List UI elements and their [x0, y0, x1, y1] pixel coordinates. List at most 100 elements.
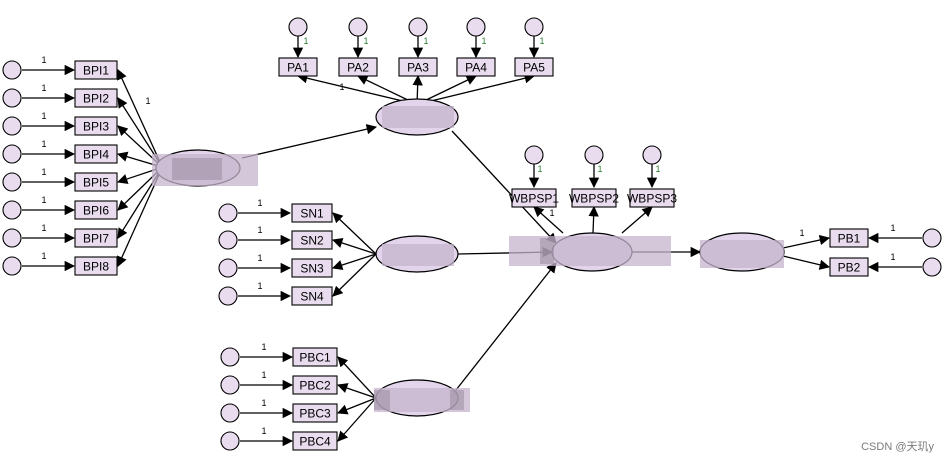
observed-label-bpi2: BPI2 [83, 92, 109, 106]
path-pbc-to-wbpsp [455, 262, 557, 391]
loading-arrow-pbc3 [337, 397, 377, 415]
weight-sn4: 1 [257, 281, 262, 291]
observed-box-sn3 [291, 258, 333, 278]
error-circle-pbc3 [220, 403, 240, 423]
observed-label-sn4: SN4 [300, 290, 324, 304]
observed-box-sn2 [291, 230, 333, 250]
error-circle-bpi2 [2, 88, 22, 108]
error-circle-bpi3 [2, 116, 22, 136]
weight-wbpsp3: 1 [655, 164, 660, 174]
path-pa-to-wbpsp [451, 130, 557, 244]
observed-label-sn1: SN1 [300, 207, 324, 221]
weight-pa4: 1 [481, 36, 486, 46]
weight-bpi5: 1 [41, 167, 46, 177]
loading-arrow-pa1 [296, 73, 403, 102]
observed-label-pbc4: PBC4 [299, 435, 331, 449]
error-circle-pbc4 [220, 431, 240, 451]
weight-pbc2: 1 [261, 370, 266, 380]
weight-bpi8: 1 [41, 251, 46, 261]
observed-box-wbpsp2 [571, 188, 617, 208]
latent-pbc-blurred-label [374, 390, 390, 410]
loading-arrow-pb2 [782, 255, 831, 270]
weight-wbpsp1: 1 [537, 164, 542, 174]
observed-label-bpi1: BPI1 [83, 64, 109, 78]
weight-pa5: 1 [539, 36, 544, 46]
latent-pa-blurred-label [382, 106, 454, 128]
observed-box-pb2 [829, 257, 869, 277]
weight-sn1: 1 [257, 198, 262, 208]
observed-box-pbc2 [292, 375, 338, 395]
error-circle-bpi4 [2, 144, 22, 164]
latent-bpi-blurred-label [172, 158, 222, 180]
observed-box-wbpsp3 [629, 188, 675, 208]
error-circle-sn4 [218, 286, 238, 306]
weight-pa3: 1 [423, 36, 428, 46]
weight-pbc3: 1 [261, 398, 266, 408]
error-circle-pb2 [922, 257, 942, 277]
weight-pb2: 1 [890, 252, 895, 262]
weight-bpi3: 1 [41, 111, 46, 121]
loading-arrow-wbpsp3 [621, 206, 653, 234]
observed-box-pa4 [456, 57, 496, 77]
error-circle-pa5 [524, 17, 544, 37]
observed-box-sn4 [291, 286, 333, 306]
loading-arrow-bpi1 [117, 69, 161, 163]
error-circle-pa4 [466, 17, 486, 37]
weight-bpi6: 1 [41, 195, 46, 205]
error-circle-bpi6 [2, 200, 22, 220]
latent-wbpsp-blurred-label [509, 236, 671, 266]
weight-bpi-loading: 1 [145, 96, 150, 106]
observed-label-sn2: SN2 [300, 234, 324, 248]
observed-box-sn1 [291, 203, 333, 223]
loading-arrow-pa4 [423, 75, 477, 102]
loading-arrow-sn2 [332, 237, 377, 255]
loading-arrow-pbc2 [337, 383, 377, 399]
weight-pbc1: 1 [261, 342, 266, 352]
observed-box-bpi7 [74, 228, 118, 248]
error-circle-wbpsp3 [642, 145, 662, 165]
observed-box-pa3 [398, 57, 438, 77]
weight-bpi2: 1 [41, 83, 46, 93]
error-circle-pbc1 [220, 347, 240, 367]
observed-label-bpi4: BPI4 [83, 148, 109, 162]
observed-label-pb1: PB1 [838, 232, 861, 246]
observed-label-sn3: SN3 [300, 262, 324, 276]
observed-box-bpi2 [74, 88, 118, 108]
observed-label-pbc1: PBC1 [299, 351, 331, 365]
csdn-watermark: CSDN @天玑y [861, 441, 934, 453]
error-circle-sn1 [218, 203, 238, 223]
observed-label-pb2: PB2 [838, 261, 861, 275]
observed-label-pa5: PA5 [523, 61, 545, 75]
loading-arrow-pb1 [782, 234, 831, 249]
latent-pbc-blurred-label [450, 390, 464, 410]
error-circle-pa1 [288, 17, 308, 37]
weight-bpi7: 1 [41, 223, 46, 233]
edges-layer [22, 36, 922, 447]
weight-pa-loading: 1 [339, 82, 344, 92]
observed-box-bpi6 [74, 200, 118, 220]
weight-pa2: 1 [363, 36, 368, 46]
observed-label-bpi5: BPI5 [83, 176, 109, 190]
loading-arrow-pbc1 [337, 356, 377, 399]
observed-box-pa2 [338, 57, 378, 77]
weight-wbpsp-loading: 1 [549, 208, 554, 218]
nodes-layer [2, 17, 942, 451]
observed-box-pa1 [278, 57, 318, 77]
observed-label-pbc3: PBC3 [299, 407, 331, 421]
observed-box-pb1 [829, 228, 869, 248]
error-circle-pb1 [922, 228, 942, 248]
observed-box-wbpsp1 [511, 188, 557, 208]
weight-pb-loading: 1 [799, 228, 804, 238]
loading-arrow-wbpsp1 [533, 206, 564, 234]
error-circle-bpi5 [2, 172, 22, 192]
observed-label-pa4: PA4 [465, 61, 487, 75]
latent-pb-blurred-label [700, 240, 784, 268]
labels-layer: 1BPI11BPI21BPI31BPI41BPI51BPI61BPI71BPI8… [41, 36, 895, 449]
error-circle-pa2 [348, 17, 368, 37]
error-circle-wbpsp2 [584, 145, 604, 165]
weight-pbc4: 1 [261, 426, 266, 436]
loading-arrow-pa5 [430, 73, 536, 102]
observed-box-pbc1 [292, 347, 338, 367]
error-circle-pa3 [408, 17, 428, 37]
